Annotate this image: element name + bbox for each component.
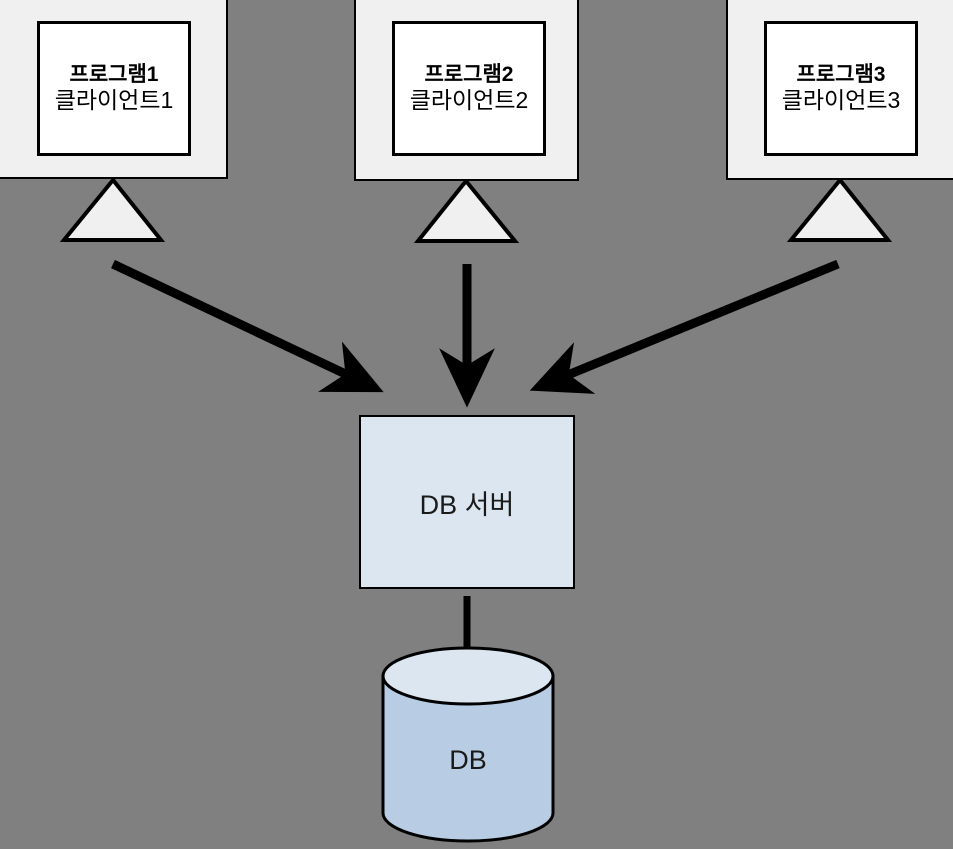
- triangle-connector-icon-2: [413, 177, 520, 243]
- client-node-2[interactable]: 프로그램2 클라이언트2: [354, 0, 579, 181]
- db-server-label: DB 서버: [419, 489, 515, 520]
- client-node-3-inner: 프로그램3 클라이언트3: [764, 21, 918, 156]
- client-node-1[interactable]: 프로그램1 클라이언트1: [0, 0, 228, 179]
- client-node-2-program-label: 프로그램2: [424, 62, 514, 86]
- triangle-connector-icon-1: [59, 176, 166, 242]
- client-node-3-client-label: 클라이언트3: [781, 87, 901, 114]
- client-node-3-program-label: 프로그램3: [796, 62, 886, 86]
- client-node-2-client-label: 클라이언트2: [409, 87, 529, 114]
- client-node-3[interactable]: 프로그램3 클라이언트3: [726, 0, 953, 180]
- client-node-1-inner: 프로그램1 클라이언트1: [37, 21, 191, 156]
- database-cylinder-icon: [381, 646, 555, 843]
- arrow-client1-to-server: [111, 259, 384, 393]
- triangle-connector-icon-3: [786, 176, 893, 242]
- database-node[interactable]: DB: [380, 645, 556, 844]
- arrow-client3-to-server: [529, 259, 840, 394]
- client-node-1-program-label: 프로그램1: [69, 62, 159, 86]
- client-node-1-client-label: 클라이언트1: [54, 87, 174, 114]
- db-server-node[interactable]: DB 서버: [359, 415, 575, 589]
- client-node-2-inner: 프로그램2 클라이언트2: [392, 21, 546, 156]
